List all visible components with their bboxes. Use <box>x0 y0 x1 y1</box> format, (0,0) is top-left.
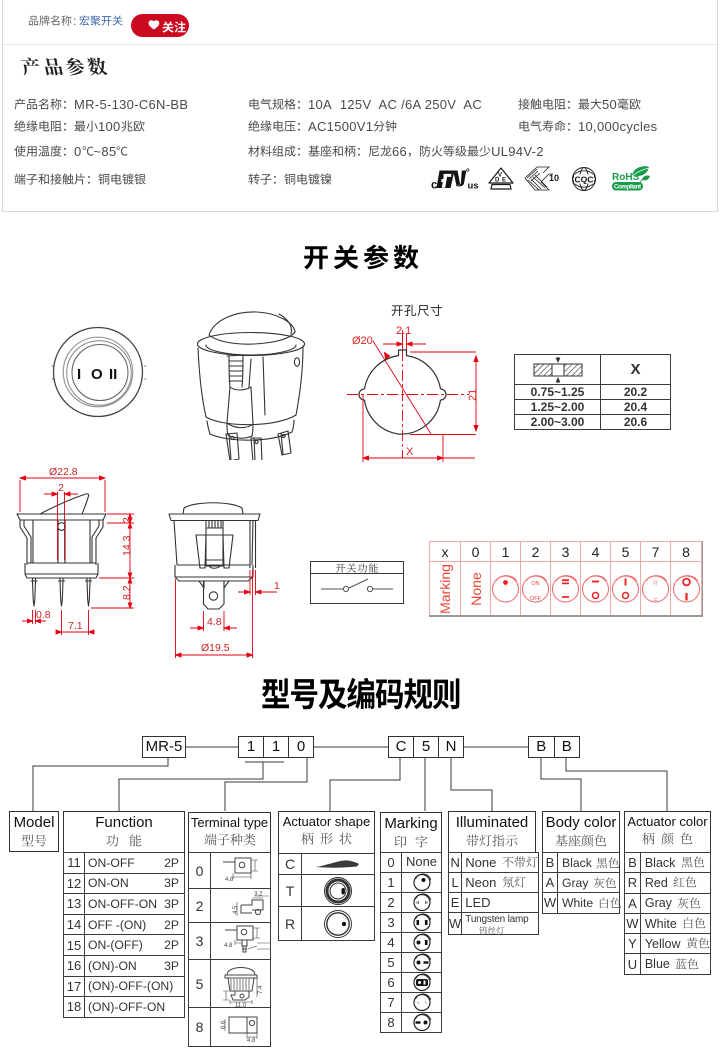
svg-text:c: c <box>431 180 438 192</box>
svg-text:RoHS: RoHS <box>612 172 640 183</box>
svg-text:0.8: 0.8 <box>36 609 51 621</box>
svg-text:8.2: 8.2 <box>121 585 133 600</box>
svg-text:X: X <box>406 446 414 458</box>
svg-text:2: 2 <box>58 482 64 494</box>
svg-text:11.0: 11.0 <box>235 1003 247 1007</box>
svg-text:O: O <box>91 366 103 383</box>
svg-text:us: us <box>468 181 479 192</box>
svg-text:ON: ON <box>531 581 539 587</box>
svg-text:Ø19.5: Ø19.5 <box>201 642 230 654</box>
svg-text:II: II <box>109 366 117 383</box>
svg-text:2: 2 <box>121 517 133 523</box>
svg-text:OFF: OFF <box>530 596 542 602</box>
svg-text:Ø20: Ø20 <box>352 335 373 347</box>
svg-text:4.8: 4.8 <box>225 877 234 883</box>
svg-text:Compliant: Compliant <box>614 184 641 191</box>
svg-text:V: V <box>498 173 502 179</box>
svg-text:E: E <box>502 178 506 184</box>
svg-text:14.3: 14.3 <box>121 535 133 556</box>
svg-text:I: I <box>77 366 81 383</box>
svg-text:7.1: 7.1 <box>68 620 83 632</box>
svg-text:21: 21 <box>467 389 479 401</box>
svg-text:6.6: 6.6 <box>221 1019 227 1028</box>
svg-text:7.4: 7.4 <box>258 984 264 993</box>
svg-text:Ø22.8: Ø22.8 <box>49 466 78 478</box>
svg-text:10: 10 <box>549 173 559 183</box>
svg-text:1: 1 <box>274 580 280 592</box>
svg-text:3.2: 3.2 <box>254 891 263 897</box>
svg-text:4.8: 4.8 <box>224 943 233 949</box>
svg-text:CQC: CQC <box>575 174 594 184</box>
svg-text:4.8: 4.8 <box>207 616 222 628</box>
svg-text:D: D <box>495 178 500 184</box>
svg-text:4.5: 4.5 <box>233 904 239 913</box>
svg-text:4.8: 4.8 <box>247 1038 256 1044</box>
svg-text:2.1: 2.1 <box>396 325 411 337</box>
